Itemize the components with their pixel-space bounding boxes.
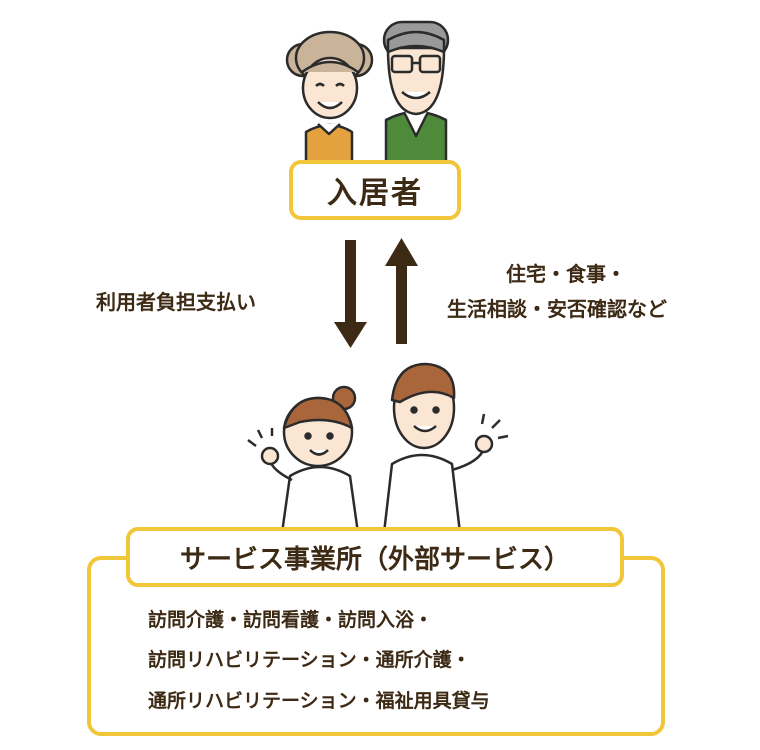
service-line-3: 通所リハビリテーション・福祉用具貸与 bbox=[148, 690, 490, 712]
service-line-1: 訪問介護・訪問看護・訪問入浴・ bbox=[148, 609, 434, 631]
services-label-line2: 生活相談・安否確認など bbox=[447, 297, 667, 321]
service-provider-title-box: サービス事業所（外部サービス） bbox=[126, 527, 624, 587]
service-line-2: 訪問リハビリテーション・通所介護・ bbox=[148, 649, 471, 671]
payment-arrow-down bbox=[334, 240, 367, 348]
elderly-man-illustration bbox=[382, 20, 450, 164]
resident-label: 入居者 bbox=[327, 176, 423, 211]
service-provider-title: サービス事業所（外部サービス） bbox=[179, 544, 570, 575]
payment-label: 利用者負担支払い bbox=[96, 290, 256, 314]
male-caregiver-illustration bbox=[382, 362, 509, 535]
services-label-line1: 住宅・食事・ bbox=[506, 262, 626, 286]
service-arrow-up bbox=[385, 238, 418, 344]
resident-box: 入居者 bbox=[289, 160, 461, 220]
female-caregiver-illustration bbox=[247, 385, 360, 535]
elderly-woman-illustration bbox=[285, 30, 374, 164]
